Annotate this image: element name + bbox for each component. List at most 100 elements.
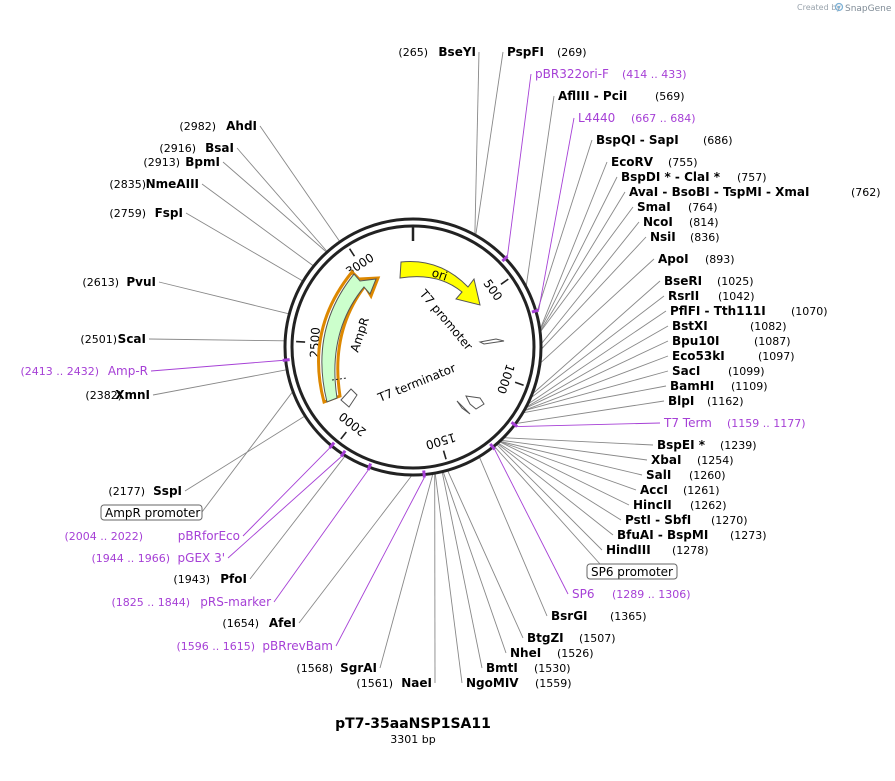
site-nhei[interactable]: NheI xyxy=(510,646,541,660)
site-pfoi[interactable]: PfoI xyxy=(220,572,247,586)
primer-amp-r[interactable]: Amp-R xyxy=(108,364,148,378)
site-bpu10i[interactable]: Bpu10I xyxy=(672,334,719,348)
t7-terminator-feature-a[interactable] xyxy=(456,400,471,415)
site-ncoi[interactable]: NcoI xyxy=(643,215,673,229)
site-ecorv[interactable]: EcoRV xyxy=(611,155,654,169)
site-nsii[interactable]: NsiI xyxy=(650,230,676,244)
site-pspfi[interactable]: PspFI xyxy=(507,45,544,59)
snapgene-logo-icon xyxy=(834,2,844,12)
site-naei[interactable]: NaeI xyxy=(401,676,432,690)
site-pos-pspfi: (269) xyxy=(557,46,587,59)
site-hincii[interactable]: HincII xyxy=(633,498,672,512)
primer-leader-lines xyxy=(150,73,661,647)
ampr-promoter-label: AmpR promoter xyxy=(105,506,200,520)
site-bamhi[interactable]: BamHI xyxy=(670,379,714,393)
tick-label-1000: 1000 xyxy=(494,362,517,395)
site-afliii-pcii[interactable]: AflIII - PciI xyxy=(558,89,627,103)
site-blpi[interactable]: BlpI xyxy=(668,394,694,408)
site-pos-bspei: (1239) xyxy=(720,439,757,452)
primer-pos-pgex-3: (1944 .. 1966) xyxy=(91,552,170,565)
site-pos-bmti: (1530) xyxy=(534,662,571,675)
site-pos-sgrai: (1568) xyxy=(296,662,333,675)
site-bseyi[interactable]: BseYI xyxy=(438,45,476,59)
site-pvui[interactable]: PvuI xyxy=(126,275,156,289)
site-btgzi[interactable]: BtgZI xyxy=(527,631,564,645)
site-pos-bspdi-clai: (757) xyxy=(737,171,767,184)
site-pos-psti-sbfi: (1270) xyxy=(711,514,748,527)
site-bpmi[interactable]: BpmI xyxy=(185,155,220,169)
site-pos-bpmi: (2913) xyxy=(143,156,180,169)
site-afei[interactable]: AfeI xyxy=(269,616,296,630)
primer-sp6[interactable]: SP6 xyxy=(572,587,595,601)
site-pos-hincii: (1262) xyxy=(690,499,727,512)
site-pos-ngomiv: (1559) xyxy=(535,677,572,690)
site-pos-pflfi-tth111i: (1070) xyxy=(791,305,828,318)
label-leader-lines xyxy=(148,51,669,684)
site-pflfi-tth111i[interactable]: PflFI - Tth111I xyxy=(670,304,766,318)
site-pos-ecorv: (755) xyxy=(668,156,698,169)
site-pos-bamhi: (1109) xyxy=(731,380,768,393)
site-bspqi-sapi[interactable]: BspQI - SapI xyxy=(596,133,679,147)
site-hindiii[interactable]: HindIII xyxy=(606,543,651,557)
site-sspi[interactable]: SspI xyxy=(153,484,182,498)
t7-promoter-feature[interactable] xyxy=(478,338,505,345)
site-bspdi-clai[interactable]: BspDI * - ClaI * xyxy=(621,170,721,184)
sp6-promoter-box[interactable] xyxy=(586,563,678,580)
primer-pbrforeco[interactable]: pBRforEco xyxy=(178,529,240,543)
site-pos-bsrgi: (1365) xyxy=(610,610,647,623)
primer-pbr322ori-f[interactable]: pBR322ori-F xyxy=(535,67,609,81)
primer-t7-term[interactable]: T7 Term xyxy=(663,416,712,430)
ampr-promoter-feature[interactable] xyxy=(340,388,358,408)
site-rsrii[interactable]: RsrII xyxy=(668,289,699,303)
primer-pgex-3[interactable]: pGEX 3' xyxy=(178,551,225,565)
site-bsrgi[interactable]: BsrGI xyxy=(551,609,588,623)
primer-l4440[interactable]: L4440 xyxy=(578,111,615,125)
site-bfuai-bspmi[interactable]: BfuAI - BspMI xyxy=(617,528,708,542)
site-pos-nmeaiii: (2835) xyxy=(109,178,146,191)
primer-pbrrevbam[interactable]: pBRrevBam xyxy=(262,639,333,653)
site-saci[interactable]: SacI xyxy=(672,364,700,378)
site-scai[interactable]: ScaI xyxy=(118,332,146,346)
site-pos-eco53ki: (1097) xyxy=(758,350,795,363)
site-pos-ahdi: (2982) xyxy=(179,120,216,133)
ori-label: ori xyxy=(430,266,449,284)
primer-pos-pbrrevbam: (1596 .. 1615) xyxy=(176,640,255,653)
ori-feature[interactable] xyxy=(399,261,481,306)
created-by-text: Created by xyxy=(797,3,841,12)
site-bstxi[interactable]: BstXI xyxy=(672,319,708,333)
site-xbai[interactable]: XbaI xyxy=(651,453,681,467)
site-bmti[interactable]: BmtI xyxy=(486,661,518,675)
site-psti-sbfi[interactable]: PstI - SbfI xyxy=(625,513,691,527)
tick-3000 xyxy=(348,248,356,257)
site-pos-bseyi: (265) xyxy=(398,46,428,59)
site-pos-bpu10i: (1087) xyxy=(754,335,791,348)
site-nmeaiii[interactable]: NmeAIII xyxy=(146,177,199,191)
primer-prs-marker[interactable]: pRS-marker xyxy=(200,595,271,609)
site-sali[interactable]: SalI xyxy=(646,468,671,482)
site-ngomiv[interactable]: NgoMIV xyxy=(466,676,519,690)
site-acci[interactable]: AccI xyxy=(640,483,668,497)
site-fspi[interactable]: FspI xyxy=(155,206,183,220)
site-apoi[interactable]: ApoI xyxy=(658,252,689,266)
ampr-promoter-box[interactable] xyxy=(100,504,203,521)
site-pos-fspi: (2759) xyxy=(109,207,146,220)
site-smai[interactable]: SmaI xyxy=(637,200,671,214)
t7-terminator-feature-b[interactable] xyxy=(465,395,485,410)
ampr-outline xyxy=(317,269,381,404)
site-avai-bsobi-tspmi-xmai[interactable]: AvaI - BsoBI - TspMI - XmaI xyxy=(629,185,809,199)
plasmid-size: 3301 bp xyxy=(390,733,435,746)
sp6-promoter-label: SP6 promoter xyxy=(591,565,673,579)
site-xmni[interactable]: XmnI xyxy=(115,388,150,402)
site-bseri[interactable]: BseRI xyxy=(664,274,702,288)
site-ahdi[interactable]: AhdI xyxy=(226,119,257,133)
site-pos-blpi: (1162) xyxy=(707,395,744,408)
site-bsai[interactable]: BsaI xyxy=(205,141,234,155)
ampr-feature[interactable] xyxy=(321,273,377,403)
site-eco53ki[interactable]: Eco53kI xyxy=(672,349,725,363)
site-pos-bsai: (2916) xyxy=(159,142,196,155)
site-bspei[interactable]: BspEI * xyxy=(657,438,706,452)
site-sgrai[interactable]: SgrAI xyxy=(340,661,377,675)
tick-label-1500: 1500 xyxy=(424,430,457,452)
site-pos-xmni: (2382) xyxy=(85,389,122,402)
